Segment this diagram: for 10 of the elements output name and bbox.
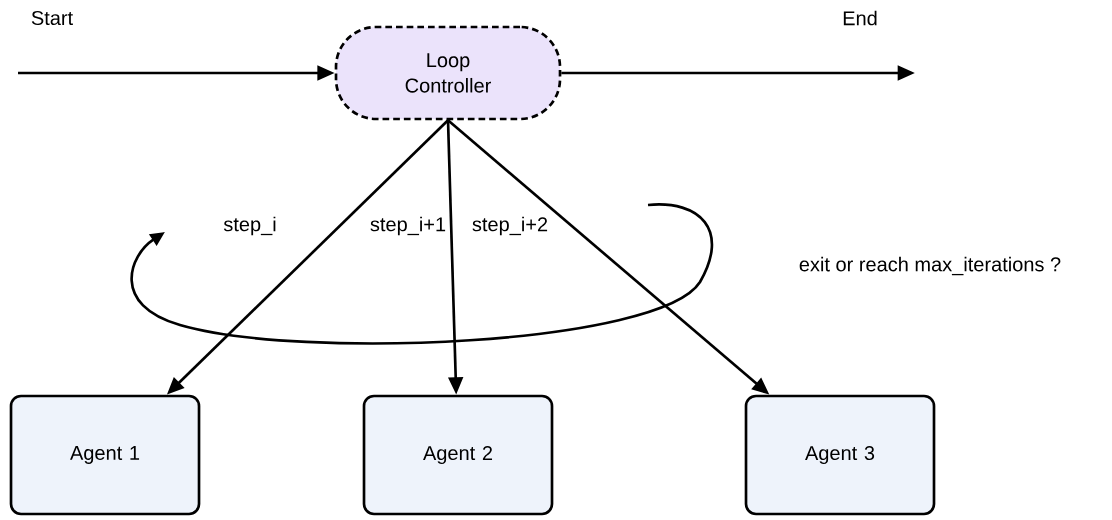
edge-label: Start: [29, 9, 75, 27]
edge-label: step_i: [222, 215, 279, 237]
agent-box: Agent 2: [362, 394, 554, 516]
agent-box: Agent 1: [9, 394, 201, 516]
edge-label: step_i+2: [470, 215, 550, 237]
edge-label: End: [840, 9, 880, 27]
controller-box: Loop Controller: [334, 25, 562, 121]
agent-box: Agent 3: [744, 394, 936, 516]
condition-label: exit or reach max_iterations ?: [797, 255, 1063, 277]
edge-label: step_i+1: [368, 215, 448, 237]
